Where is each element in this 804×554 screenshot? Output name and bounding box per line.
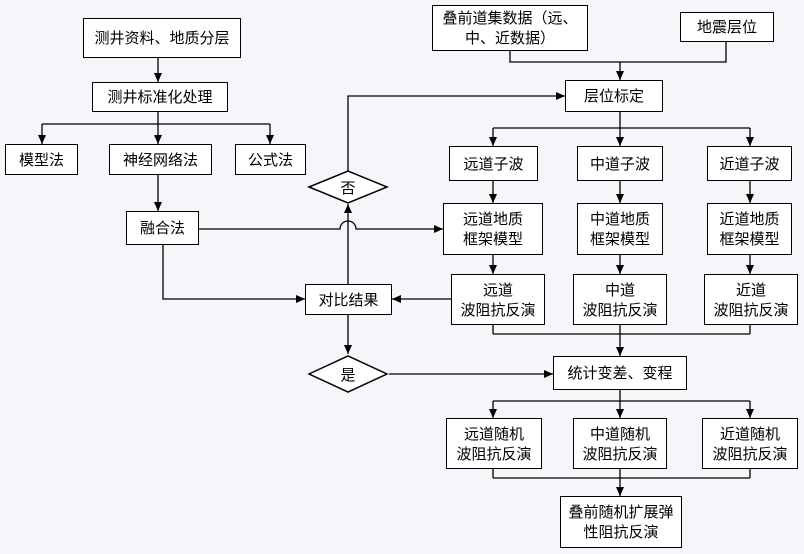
prestack-random-elastic-inversion-box: 叠前随机扩展弹 性阻抗反演: [560, 496, 682, 548]
near-geo-model-box: 近道地质 框架模型: [707, 203, 792, 255]
mid-wavelet-box: 中道子波: [577, 146, 663, 181]
far-random-inversion-box: 远道随机 波阻抗反演: [446, 418, 542, 469]
fusion-method-box: 融合法: [126, 211, 199, 245]
model-method-box: 模型法: [5, 144, 78, 175]
mid-impedance-inversion-box: 中道 波阻抗反演: [573, 274, 667, 325]
formula-method-box: 公式法: [235, 144, 306, 175]
horizon-calibration-box: 层位标定: [565, 80, 663, 112]
far-geo-model-box: 远道地质 框架模型: [443, 203, 543, 255]
near-impedance-inversion-box: 近道 波阻抗反演: [704, 274, 798, 325]
far-wavelet-box: 远道子波: [449, 146, 538, 181]
near-random-inversion-box: 近道随机 波阻抗反演: [702, 418, 798, 469]
far-impedance-inversion-box: 远道 波阻抗反演: [451, 274, 545, 325]
well-data-box: 测井资料、地质分层: [83, 18, 241, 58]
decision-no-label: 否: [340, 179, 355, 197]
compare-result-box: 对比结果: [305, 284, 392, 315]
decision-no: 否: [307, 170, 389, 204]
mid-random-inversion-box: 中道随机 波阻抗反演: [573, 418, 667, 469]
decision-yes-label: 是: [340, 366, 355, 384]
mid-geo-model-box: 中道地质 框架模型: [577, 203, 663, 255]
neural-network-method-box: 神经网络法: [109, 144, 212, 175]
near-wavelet-box: 近道子波: [707, 146, 792, 181]
decision-yes: 是: [307, 355, 389, 393]
seismic-horizon-box: 地震层位: [680, 12, 774, 42]
prestack-gather-box: 叠前道集数据（远、 中、近数据）: [432, 5, 588, 51]
variogram-box: 统计变差、变程: [553, 356, 687, 390]
well-standardization-box: 测井标准化处理: [92, 82, 228, 112]
